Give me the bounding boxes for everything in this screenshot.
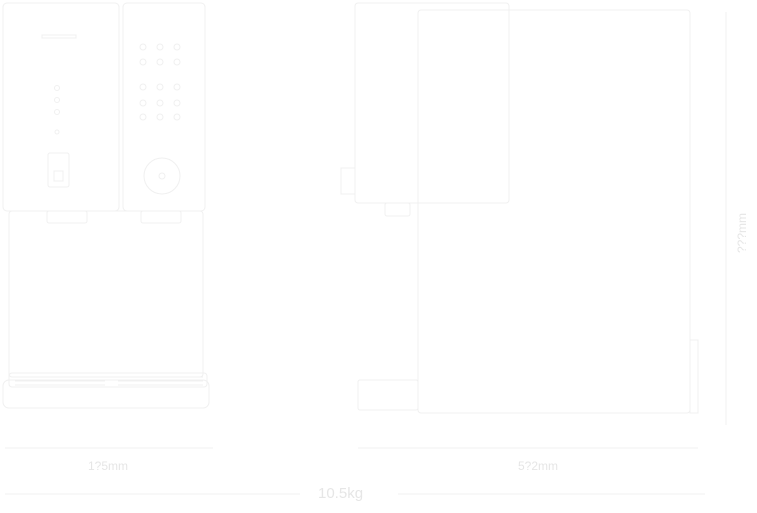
side-upper-body	[354, 2, 510, 204]
control-button	[156, 83, 164, 91]
control-button	[156, 113, 164, 121]
front-width-label: 1?5mm	[88, 459, 129, 473]
control-button	[173, 43, 181, 51]
control-button	[139, 83, 147, 91]
side-view	[340, 2, 699, 414]
power-switch	[47, 152, 70, 188]
grille-lines	[15, 376, 203, 386]
control-button	[173, 99, 181, 107]
side-lower-body	[417, 9, 691, 414]
indicator-light	[54, 97, 60, 103]
indicator-light	[54, 129, 60, 135]
front-upper-right-panel	[122, 2, 206, 212]
side-lower-back-step	[689, 339, 699, 414]
front-view	[2, 2, 210, 409]
height-label: ???mm	[735, 212, 750, 254]
indicator-light	[54, 109, 60, 115]
control-button	[156, 99, 164, 107]
button-grid	[139, 43, 181, 121]
front-connector-right	[140, 210, 182, 224]
control-button	[173, 83, 181, 91]
side-upper-connector	[384, 202, 411, 217]
front-upper-left-panel	[2, 2, 120, 212]
side-upper-knob	[340, 167, 356, 195]
control-button	[139, 113, 147, 121]
front-lower-tank	[8, 210, 204, 378]
control-button	[139, 99, 147, 107]
control-button	[173, 113, 181, 121]
control-dial	[143, 157, 181, 195]
weight-label: 10.5kg	[318, 485, 364, 502]
side-depth-label: 5?2mm	[518, 459, 559, 473]
front-connector-left	[46, 210, 88, 224]
control-button	[156, 43, 164, 51]
control-dial-center	[158, 172, 166, 180]
indicator-light	[54, 85, 60, 91]
front-base	[2, 379, 210, 409]
control-button	[173, 58, 181, 66]
side-base-step	[357, 379, 419, 411]
control-button	[139, 43, 147, 51]
power-switch-inner	[53, 170, 64, 182]
front-upper-left-label-mark	[41, 34, 77, 39]
control-button	[156, 58, 164, 66]
dimension-lines	[5, 12, 727, 495]
control-button	[139, 58, 147, 66]
